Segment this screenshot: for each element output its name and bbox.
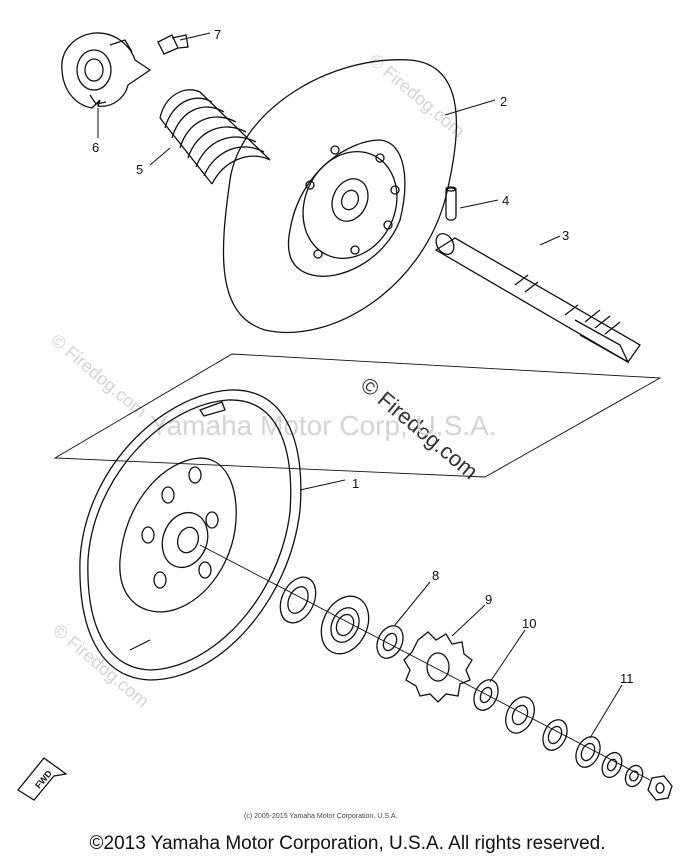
part-9-sprocket [403, 631, 473, 703]
bearing-a [279, 576, 317, 624]
washer-e [601, 751, 623, 779]
nut [647, 775, 673, 801]
assembly-axis [199, 544, 651, 781]
part-6-bracket [61, 32, 152, 109]
callout-9: 9 [485, 592, 492, 607]
callout-5: 5 [136, 162, 143, 177]
callout-labels: 1 2 3 4 5 6 7 8 9 10 11 FWD [33, 27, 633, 790]
callout-6: 6 [92, 140, 99, 155]
part-7-bolt [157, 34, 189, 55]
part-4-pin [445, 186, 457, 221]
assembly-outline [53, 353, 662, 478]
leader-lines [97, 32, 623, 739]
small-copyright: (c) 2005-2015 Yamaha Motor Corporation, … [244, 813, 398, 820]
callout-11: 11 [620, 671, 634, 686]
part-11-ring [575, 736, 601, 768]
part-3-shaft [434, 233, 641, 364]
part-10-washer [473, 679, 499, 711]
part-2-sheave [222, 59, 458, 334]
part-5-spring [159, 89, 271, 185]
washer-f [624, 764, 644, 788]
callout-10: 10 [522, 616, 536, 631]
callout-2: 2 [500, 94, 507, 109]
bearing-b [320, 595, 370, 655]
bearing-c [505, 696, 535, 734]
callout-7: 7 [214, 27, 221, 42]
callout-3: 3 [562, 228, 569, 243]
callout-8: 8 [432, 568, 439, 583]
callout-1: 1 [352, 476, 359, 491]
footer-copyright: ©2013 Yamaha Motor Corporation, U.S.A. A… [89, 833, 606, 854]
washer-d [542, 719, 568, 751]
fwd-arrow-icon [17, 757, 68, 801]
part-1-sheave [79, 389, 302, 681]
callout-4: 4 [502, 193, 509, 208]
part-8-collar [376, 625, 404, 659]
